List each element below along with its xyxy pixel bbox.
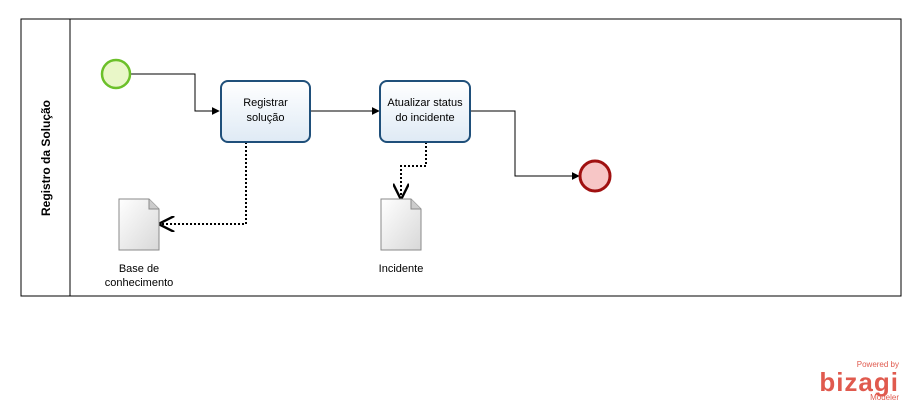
task-label-atualizar: Atualizar status do incidente: [378, 96, 472, 126]
document-base-conhecimento-icon[interactable]: [118, 198, 160, 251]
document-label-line: conhecimento: [104, 277, 174, 289]
flow-atualizar-to-end[interactable]: [470, 110, 580, 180]
pool-border: [20, 18, 902, 297]
bizagi-watermark: Powered by bizagi Modeler: [819, 360, 899, 402]
watermark-powered: Powered by: [856, 360, 899, 369]
lane-title: Registro da Solução: [39, 99, 53, 217]
task-label-registrar: Registrar solução: [221, 96, 310, 126]
document-label-base: Base de conhecimento: [89, 262, 189, 290]
association-atualizar-to-incidente[interactable]: [401, 142, 427, 198]
document-label-line: Base de: [118, 263, 160, 275]
task-label-line: solução: [246, 112, 285, 124]
document-fold: [410, 199, 421, 210]
task-atualizar-status[interactable]: [379, 80, 471, 143]
task-label-line: do incidente: [395, 112, 455, 124]
association-registrar-to-base[interactable]: [160, 142, 247, 224]
watermark-brand-logo: bizagi: [819, 367, 899, 397]
document-incidente-icon[interactable]: [380, 198, 422, 251]
end-event[interactable]: [578, 159, 612, 193]
task-label-line: Atualizar status: [387, 97, 463, 109]
document-label-incidente: Incidente: [351, 262, 451, 276]
task-label-line: Registrar: [243, 97, 288, 109]
document-fold: [148, 199, 159, 210]
start-event[interactable]: [100, 58, 132, 90]
watermark-product: Modeler: [870, 393, 899, 402]
flow-start-to-registrar[interactable]: [131, 73, 220, 115]
document-label-line: Incidente: [378, 263, 424, 275]
task-registrar-solucao[interactable]: [220, 80, 311, 143]
